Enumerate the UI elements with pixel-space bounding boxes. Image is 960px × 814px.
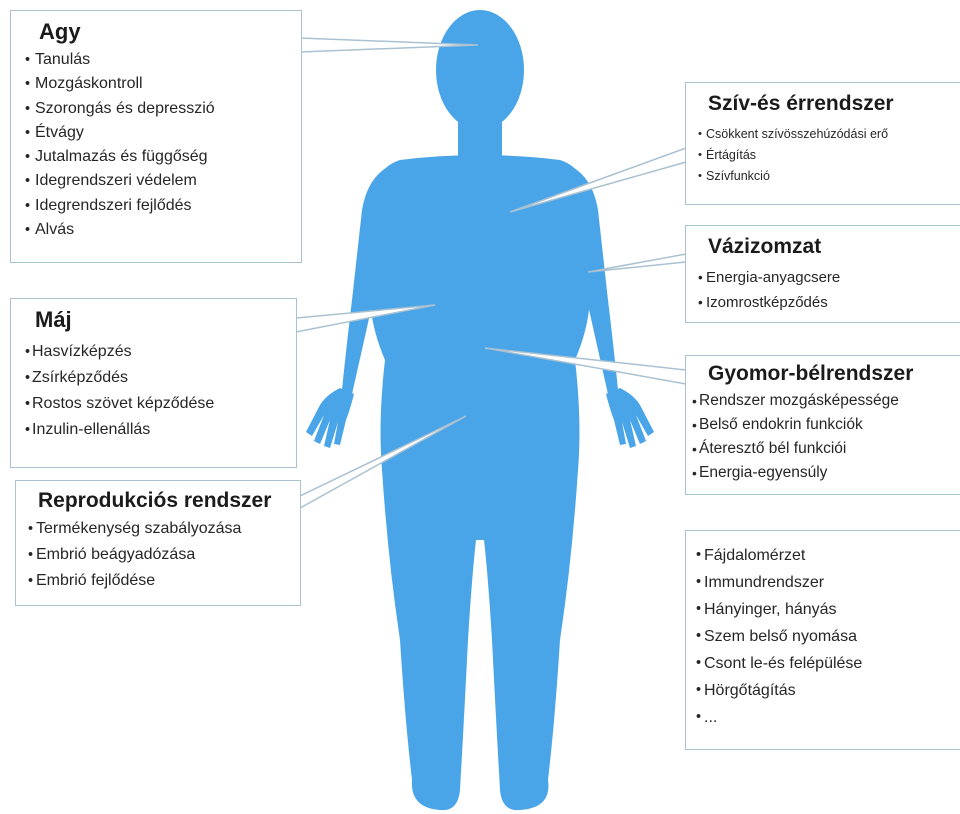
callout-box-agy: Agy Tanulás Mozgáskontroll Szorongás és …	[10, 10, 302, 263]
left-hand-shape	[306, 388, 354, 448]
list-item: Étvágy	[25, 121, 301, 145]
list-item: Idegrendszeri fejlődés	[25, 194, 301, 218]
list-item: Immundrendszer	[696, 569, 960, 596]
callout-box-gyomor: Gyomor-bélrendszer Rendszer mozgásképess…	[685, 355, 960, 495]
list-item: Embrió fejlődése	[28, 568, 300, 594]
callout-list-agy: Tanulás Mozgáskontroll Szorongás és depr…	[25, 48, 301, 242]
list-item: Belső endokrin funkciók	[692, 413, 960, 437]
callout-list-sziv: Csökkent szívösszehúzódási erő Értágítás…	[698, 124, 960, 187]
callout-title-repro: Reprodukciós rendszer	[38, 489, 300, 513]
callout-title-sziv: Szív-és érrendszer	[708, 92, 960, 116]
callout-title-vaz: Vázizomzat	[708, 235, 960, 259]
list-item: Energia-anyagcsere	[698, 265, 960, 290]
list-item: Alvás	[25, 218, 301, 242]
list-item: Fájdalomérzet	[696, 542, 960, 569]
callout-list-repro: Termékenység szabályozása Embrió beágyad…	[28, 516, 300, 594]
list-item: Izomrostképződés	[698, 290, 960, 315]
neck-shape	[458, 115, 502, 157]
list-item: Szorongás és depresszió	[25, 97, 301, 121]
list-item: Áteresztő bél funkciói	[692, 437, 960, 461]
list-item: ...	[696, 704, 960, 731]
list-item: Rostos szövet képződése	[25, 391, 296, 417]
callout-box-other: Fájdalomérzet Immundrendszer Hányinger, …	[685, 530, 960, 750]
list-item: Tanulás	[25, 48, 301, 72]
list-item: Embrió beágyadózása	[28, 542, 300, 568]
right-hand-shape	[606, 388, 654, 448]
callout-title-maj: Máj	[35, 307, 296, 333]
callout-list-other: Fájdalomérzet Immundrendszer Hányinger, …	[696, 542, 960, 731]
list-item: Mozgáskontroll	[25, 72, 301, 96]
list-item: Termékenység szabályozása	[28, 516, 300, 542]
callout-list-gyomor: Rendszer mozgásképessége Belső endokrin …	[692, 389, 960, 485]
callout-box-sziv: Szív-és érrendszer Csökkent szívösszehúz…	[685, 82, 960, 205]
head-shape	[436, 10, 524, 130]
torso-and-legs-shape	[370, 155, 590, 810]
list-item: Hörgőtágítás	[696, 677, 960, 704]
callout-box-repro: Reprodukciós rendszer Termékenység szabá…	[15, 480, 301, 606]
list-item: Szívfunkció	[698, 166, 960, 187]
list-item: Hasvízképzés	[25, 339, 296, 365]
callout-title-agy: Agy	[39, 19, 301, 45]
list-item: Rendszer mozgásképessége	[692, 389, 960, 413]
callout-list-vaz: Energia-anyagcsere Izomrostképződés	[698, 265, 960, 315]
list-item: Csökkent szívösszehúzódási erő	[698, 124, 960, 145]
callout-box-vaz: Vázizomzat Energia-anyagcsere Izomrostké…	[685, 225, 960, 323]
list-item: Zsírképződés	[25, 365, 296, 391]
list-item: Szem belső nyomása	[696, 623, 960, 650]
list-item: Jutalmazás és függőség	[25, 145, 301, 169]
list-item: Értágítás	[698, 145, 960, 166]
callout-list-maj: Hasvízképzés Zsírképződés Rostos szövet …	[25, 339, 296, 443]
callout-box-maj: Máj Hasvízképzés Zsírképződés Rostos szö…	[10, 298, 297, 468]
list-item: Csont le-és felépülése	[696, 650, 960, 677]
list-item: Hányinger, hányás	[696, 596, 960, 623]
list-item: Inzulin-ellenállás	[25, 417, 296, 443]
human-body-silhouette	[306, 10, 654, 810]
list-item: Idegrendszeri védelem	[25, 169, 301, 193]
list-item: Energia-egyensúly	[692, 461, 960, 485]
callout-title-gyomor: Gyomor-bélrendszer	[708, 362, 960, 386]
